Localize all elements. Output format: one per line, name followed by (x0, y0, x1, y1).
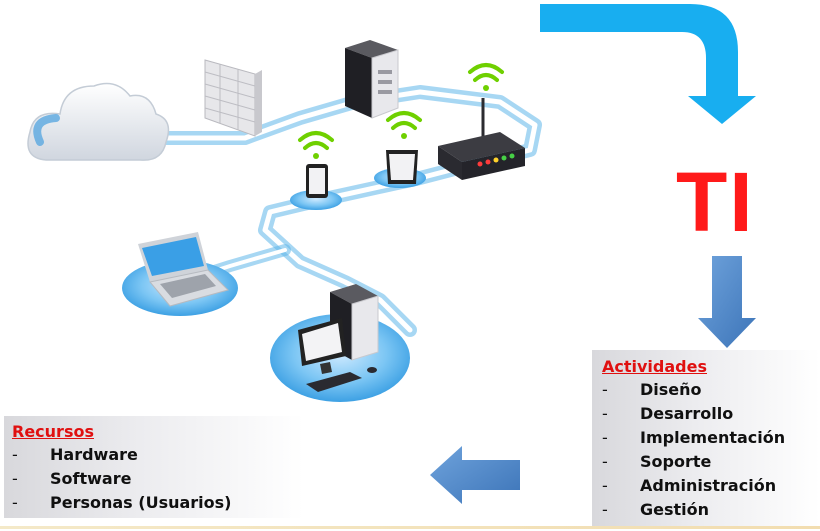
list-item: -Personas (Usuarios) (12, 493, 232, 512)
down-arrow-icon (698, 256, 756, 348)
left-arrow-icon (430, 446, 520, 504)
server-icon (345, 40, 399, 119)
router-icon (438, 98, 525, 180)
bottom-rule (0, 526, 820, 529)
wifi-icon (298, 63, 504, 159)
activities-panel: Actividades -Diseño -Desarrollo -Impleme… (592, 350, 820, 528)
tablet-icon (290, 164, 342, 210)
list-item: -Diseño (602, 380, 702, 399)
curved-arrow-icon (540, 4, 756, 124)
list-item: -Implementación (602, 428, 786, 447)
resources-heading: Recursos (12, 422, 94, 441)
activities-list: -Diseño -Desarrollo -Implementación -Sop… (602, 378, 820, 522)
firewall-icon (204, 59, 262, 137)
laptop-icon (122, 232, 238, 316)
resources-list: -Hardware -Software -Personas (Usuarios) (12, 443, 304, 515)
list-item: -Gestión (602, 500, 710, 519)
resources-panel: Recursos -Hardware -Software -Personas (… (4, 416, 304, 518)
ti-title: TI (676, 155, 755, 249)
tablet-icon (374, 150, 426, 188)
list-item: -Soporte (602, 452, 712, 471)
list-item: -Hardware (12, 445, 138, 464)
cloud-icon (27, 82, 170, 161)
list-item: -Desarrollo (602, 404, 734, 423)
activities-heading: Actividades (602, 357, 707, 376)
list-item: -Software (12, 469, 132, 488)
list-item: -Administración (602, 476, 777, 495)
desktop-icon (270, 284, 410, 402)
